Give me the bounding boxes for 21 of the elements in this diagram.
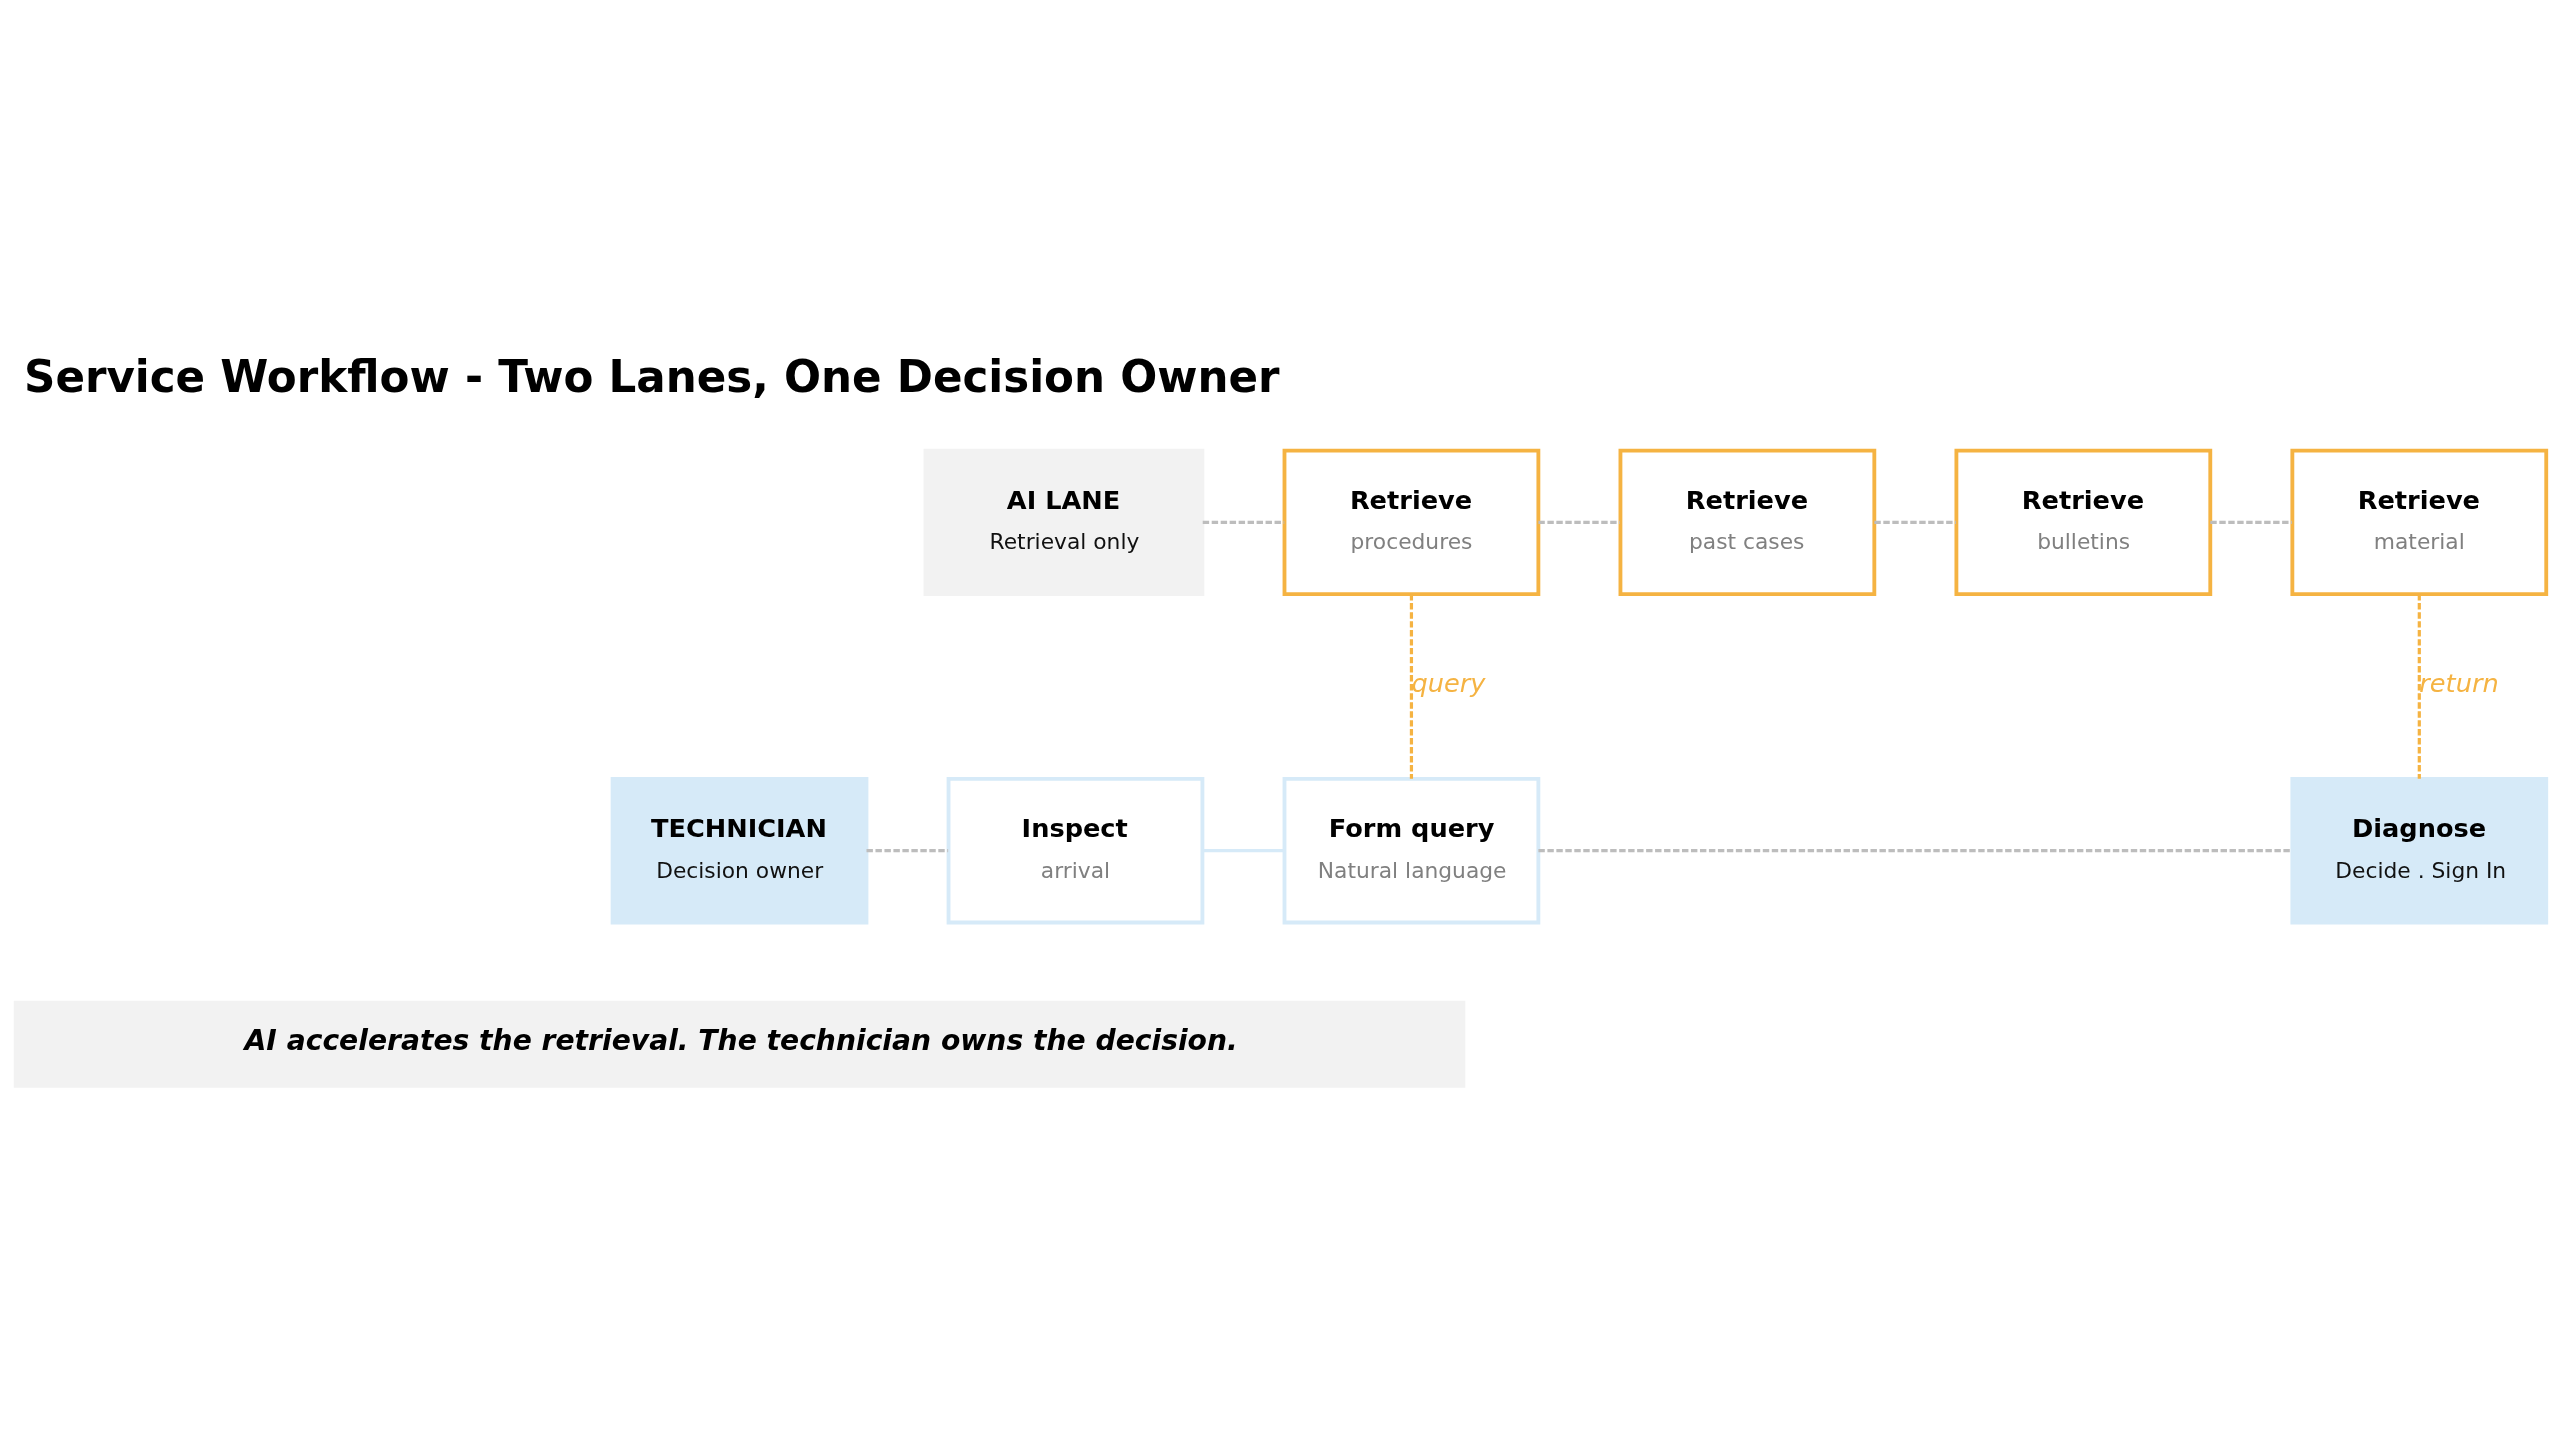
node-box: TECHNICIAN Decision owner: [610, 776, 869, 924]
connector: [1202, 848, 1285, 852]
node-box: Retrieve past cases: [1618, 448, 1877, 596]
connector: [2417, 593, 2421, 779]
node-box: Retrieve procedures: [1282, 448, 1541, 596]
node-box: Diagnose Decide . Sign In: [2290, 776, 2549, 924]
connector: [866, 848, 949, 852]
node-box: Inspect arrival: [946, 776, 1205, 924]
node-box: Retrieve material: [2290, 448, 2549, 596]
diagram-title: Service Workflow - Two Lanes, One Decision Owner: [24, 351, 1280, 402]
node-box: AI LANE Retrieval only: [923, 448, 1205, 596]
edge-label: return: [2419, 667, 2499, 698]
connector: [1409, 593, 1414, 779]
caption: AI accelerates the retrieval. The technician owns the decision.: [244, 1023, 1238, 1057]
connector: [1538, 848, 2292, 852]
connector: [1538, 520, 1621, 524]
node-box: Form query Natural language: [1282, 776, 1541, 924]
connector: [2210, 520, 2292, 524]
node-box: Retrieve bulletins: [1954, 448, 2213, 596]
connector: [1874, 520, 1956, 524]
edge-label: query: [1411, 667, 1486, 698]
